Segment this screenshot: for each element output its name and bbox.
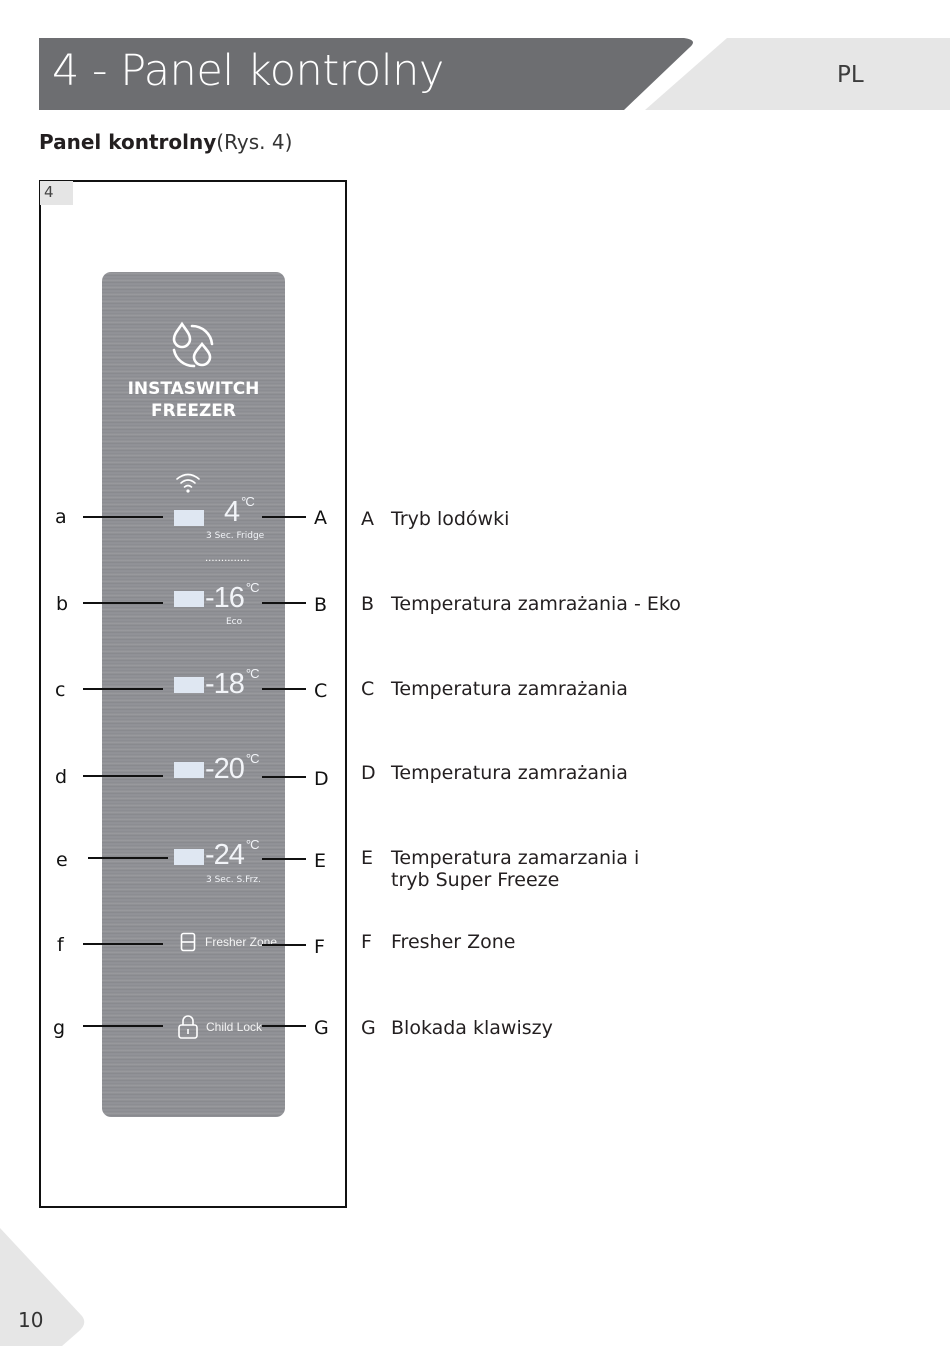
callout-line-D bbox=[262, 776, 306, 778]
callout-line-g bbox=[83, 1025, 163, 1027]
legend-text: Temperatura zamrażania bbox=[391, 678, 628, 700]
label-D: D bbox=[314, 768, 329, 790]
callout-line-e bbox=[88, 857, 168, 859]
subtitle-bold: Panel kontrolny bbox=[39, 130, 217, 154]
instaswitch-icon bbox=[172, 321, 214, 368]
label-d: d bbox=[55, 766, 68, 788]
legend-text: Blokada klawiszy bbox=[391, 1017, 553, 1039]
legend-key: F bbox=[361, 931, 372, 953]
temp-sub-label: Eco bbox=[226, 617, 243, 627]
legend-text: Fresher Zone bbox=[391, 931, 516, 953]
brand-line-1: INSTASWITCH bbox=[127, 379, 260, 399]
legend-item: B Temperatura zamrażania - Eko bbox=[361, 593, 681, 615]
page-number: 10 bbox=[18, 1308, 44, 1332]
legend-item: G Blokada klawiszy bbox=[361, 1017, 553, 1039]
wifi-icon bbox=[176, 473, 200, 493]
legend-item: A Tryb lodówki bbox=[361, 508, 509, 530]
header-lang-band bbox=[645, 38, 950, 110]
dotted-divider: ·············· bbox=[205, 556, 250, 567]
temp-value: -24 bbox=[205, 839, 245, 871]
legend-key: G bbox=[361, 1017, 376, 1039]
legend-key: A bbox=[361, 508, 374, 530]
temp-fridge-button[interactable]: 4°C bbox=[224, 494, 255, 529]
temp-unit: °C bbox=[241, 494, 255, 509]
legend-text: Temperatura zamrażania bbox=[391, 762, 628, 784]
legend-item: D Temperatura zamrażania bbox=[361, 762, 628, 784]
control-panel bbox=[102, 272, 285, 1117]
legend-item: C Temperatura zamrażania bbox=[361, 678, 628, 700]
figure-number: 4 bbox=[40, 181, 73, 205]
label-A: A bbox=[314, 507, 327, 529]
callout-line-c bbox=[83, 688, 163, 690]
display-segment bbox=[174, 591, 204, 607]
temp-value: -16 bbox=[205, 582, 245, 614]
display-segment bbox=[174, 677, 204, 693]
temp-superfreeze-button[interactable]: -24°C bbox=[205, 837, 260, 872]
label-E: E bbox=[314, 850, 327, 872]
temp-unit: °C bbox=[245, 751, 260, 766]
display-segment bbox=[174, 510, 204, 526]
callout-line-E bbox=[262, 858, 306, 860]
label-f: f bbox=[57, 934, 64, 956]
brand-line-2: FREEZER bbox=[151, 401, 236, 421]
temp-20-button[interactable]: -20°C bbox=[205, 751, 260, 786]
header-band bbox=[39, 38, 693, 110]
child-lock-button[interactable]: Child Lock bbox=[206, 1020, 263, 1034]
label-C: C bbox=[314, 680, 328, 702]
temp-eco-button[interactable]: -16°C bbox=[205, 580, 260, 615]
fresher-zone-button[interactable]: Fresher Zone bbox=[205, 935, 278, 949]
legend-key: C bbox=[361, 678, 375, 700]
legend-key: E bbox=[361, 847, 374, 869]
callout-line-C bbox=[262, 688, 306, 690]
display-segment bbox=[174, 849, 204, 865]
language-code: PL bbox=[837, 62, 864, 88]
temp-value: 4 bbox=[224, 496, 240, 528]
page-corner bbox=[0, 1228, 85, 1346]
section-subtitle: Panel kontrolny(Rys. 4) bbox=[39, 130, 292, 154]
callout-line-A bbox=[262, 516, 306, 518]
temp-value: -18 bbox=[205, 668, 245, 700]
fresher-zone-icon bbox=[180, 932, 196, 952]
legend-key: B bbox=[361, 593, 375, 615]
temp-value: -20 bbox=[205, 753, 245, 785]
page-title: 4 - Panel kontrolny bbox=[52, 46, 444, 96]
temp-18-button[interactable]: -18°C bbox=[205, 666, 260, 701]
display-segment bbox=[174, 762, 204, 778]
callout-line-F bbox=[262, 944, 306, 946]
callout-line-d bbox=[83, 775, 163, 777]
temp-unit: °C bbox=[245, 837, 260, 852]
callout-line-B bbox=[262, 602, 306, 604]
legend-text: Temperatura zamarzania i bbox=[391, 847, 640, 869]
temp-sub-label: 3 Sec. S.Frz. bbox=[206, 875, 261, 885]
label-F: F bbox=[314, 936, 325, 958]
label-c: c bbox=[55, 679, 66, 701]
label-g: g bbox=[53, 1017, 66, 1039]
temp-sub-label: 3 Sec. Fridge bbox=[206, 531, 265, 541]
callout-line-a bbox=[83, 516, 163, 518]
lock-icon bbox=[178, 1015, 198, 1039]
label-a: a bbox=[55, 506, 67, 528]
legend-item: F Fresher Zone bbox=[361, 931, 515, 953]
callout-line-f bbox=[83, 943, 163, 945]
legend-text: Tryb lodówki bbox=[391, 508, 510, 530]
callout-line-b bbox=[83, 602, 163, 604]
label-b: b bbox=[56, 593, 69, 615]
figure-frame bbox=[39, 180, 347, 1208]
label-G: G bbox=[314, 1017, 329, 1039]
callout-line-G bbox=[262, 1025, 306, 1027]
temp-unit: °C bbox=[245, 666, 260, 681]
legend-text: Temperatura zamrażania - Eko bbox=[391, 593, 681, 615]
temp-unit: °C bbox=[245, 580, 260, 595]
legend-text-line2: tryb Super Freeze bbox=[391, 869, 560, 891]
label-e: e bbox=[56, 849, 68, 871]
label-B: B bbox=[314, 594, 328, 616]
legend-key: D bbox=[361, 762, 376, 784]
subtitle-ref: (Rys. 4) bbox=[216, 130, 293, 154]
